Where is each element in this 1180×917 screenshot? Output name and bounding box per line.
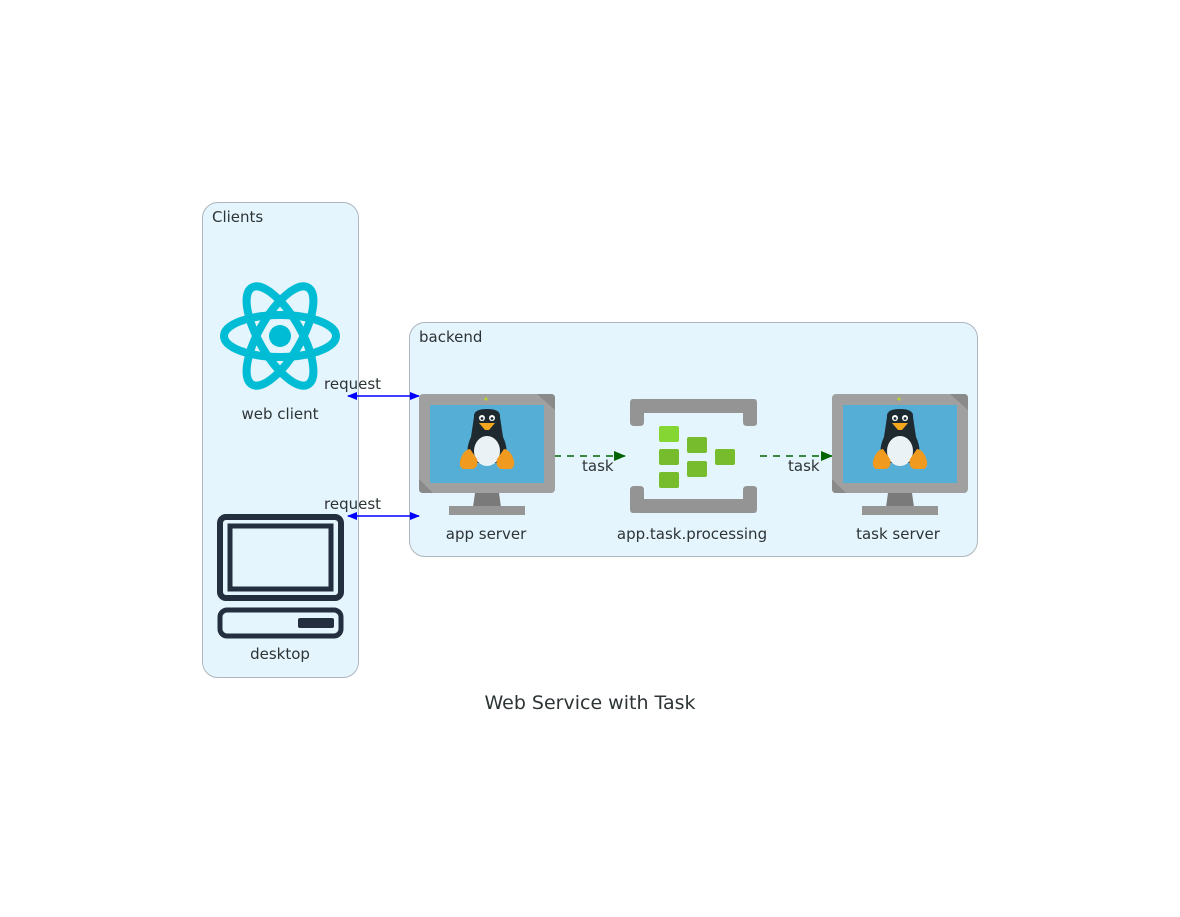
linux-server-icon[interactable] (419, 393, 555, 518)
edge-label-request-2: request (324, 495, 382, 513)
event-hub-icon[interactable] (629, 399, 758, 513)
edge-label-task-1: task (582, 457, 614, 475)
desktop-label: desktop (250, 645, 310, 663)
app-server-label: app server (445, 525, 527, 543)
web-client-label: web client (241, 405, 319, 423)
task-server-label: task server (856, 525, 940, 543)
edge-label-request-1: request (324, 375, 382, 393)
desktop-computer-icon[interactable] (216, 513, 345, 639)
linux-server-icon[interactable] (832, 393, 968, 518)
processing-label: app.task.processing (616, 525, 768, 543)
clients-cluster-label: Clients (212, 208, 264, 226)
react-icon[interactable] (219, 281, 341, 391)
diagram-title: Web Service with Task (484, 692, 696, 714)
edge-label-task-2: task (788, 457, 820, 475)
backend-cluster-label: backend (419, 328, 483, 346)
